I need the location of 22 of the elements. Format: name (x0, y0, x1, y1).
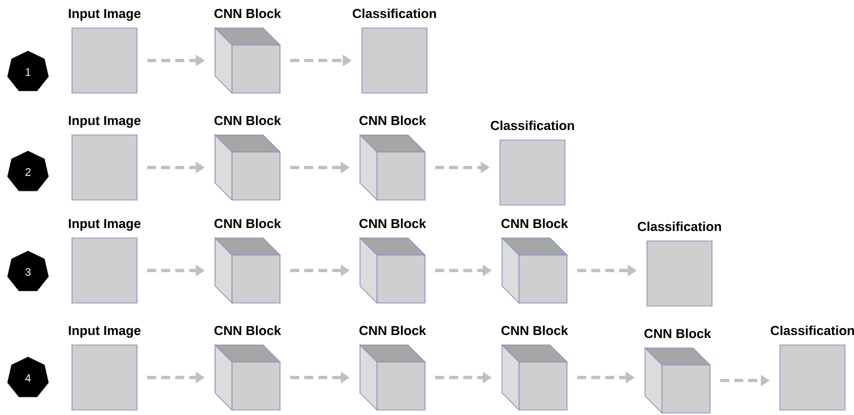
block-heading: CNN Block (214, 218, 282, 228)
number-badge: 1 (7, 50, 49, 92)
block-heading: CNN Block (501, 326, 568, 336)
number-badge: 2 (7, 150, 49, 192)
block-heading: Input Image (68, 116, 141, 128)
block-heading: CNN Block (359, 116, 426, 126)
block-heading: Input Image (68, 326, 141, 338)
number-badge: 4 (7, 356, 49, 398)
block-heading: CNN Block (214, 8, 282, 18)
block-heading: CNN Block (359, 326, 426, 336)
block-heading: CNN Block (214, 116, 282, 126)
block-heading: Classification (770, 326, 854, 336)
block-heading: Classification (490, 120, 574, 130)
block-heading: CNN Block (644, 328, 712, 338)
block-heading: Input Image (68, 9, 141, 21)
block-heading: CNN Block (359, 218, 426, 228)
block-heading: Classification (638, 222, 721, 232)
block-heading: CNN Block (214, 326, 282, 336)
block-heading: CNN Block (501, 218, 568, 228)
number-badge: 3 (7, 250, 49, 292)
block-heading: Classification (352, 8, 436, 18)
block-heading: Input Image (68, 219, 141, 231)
